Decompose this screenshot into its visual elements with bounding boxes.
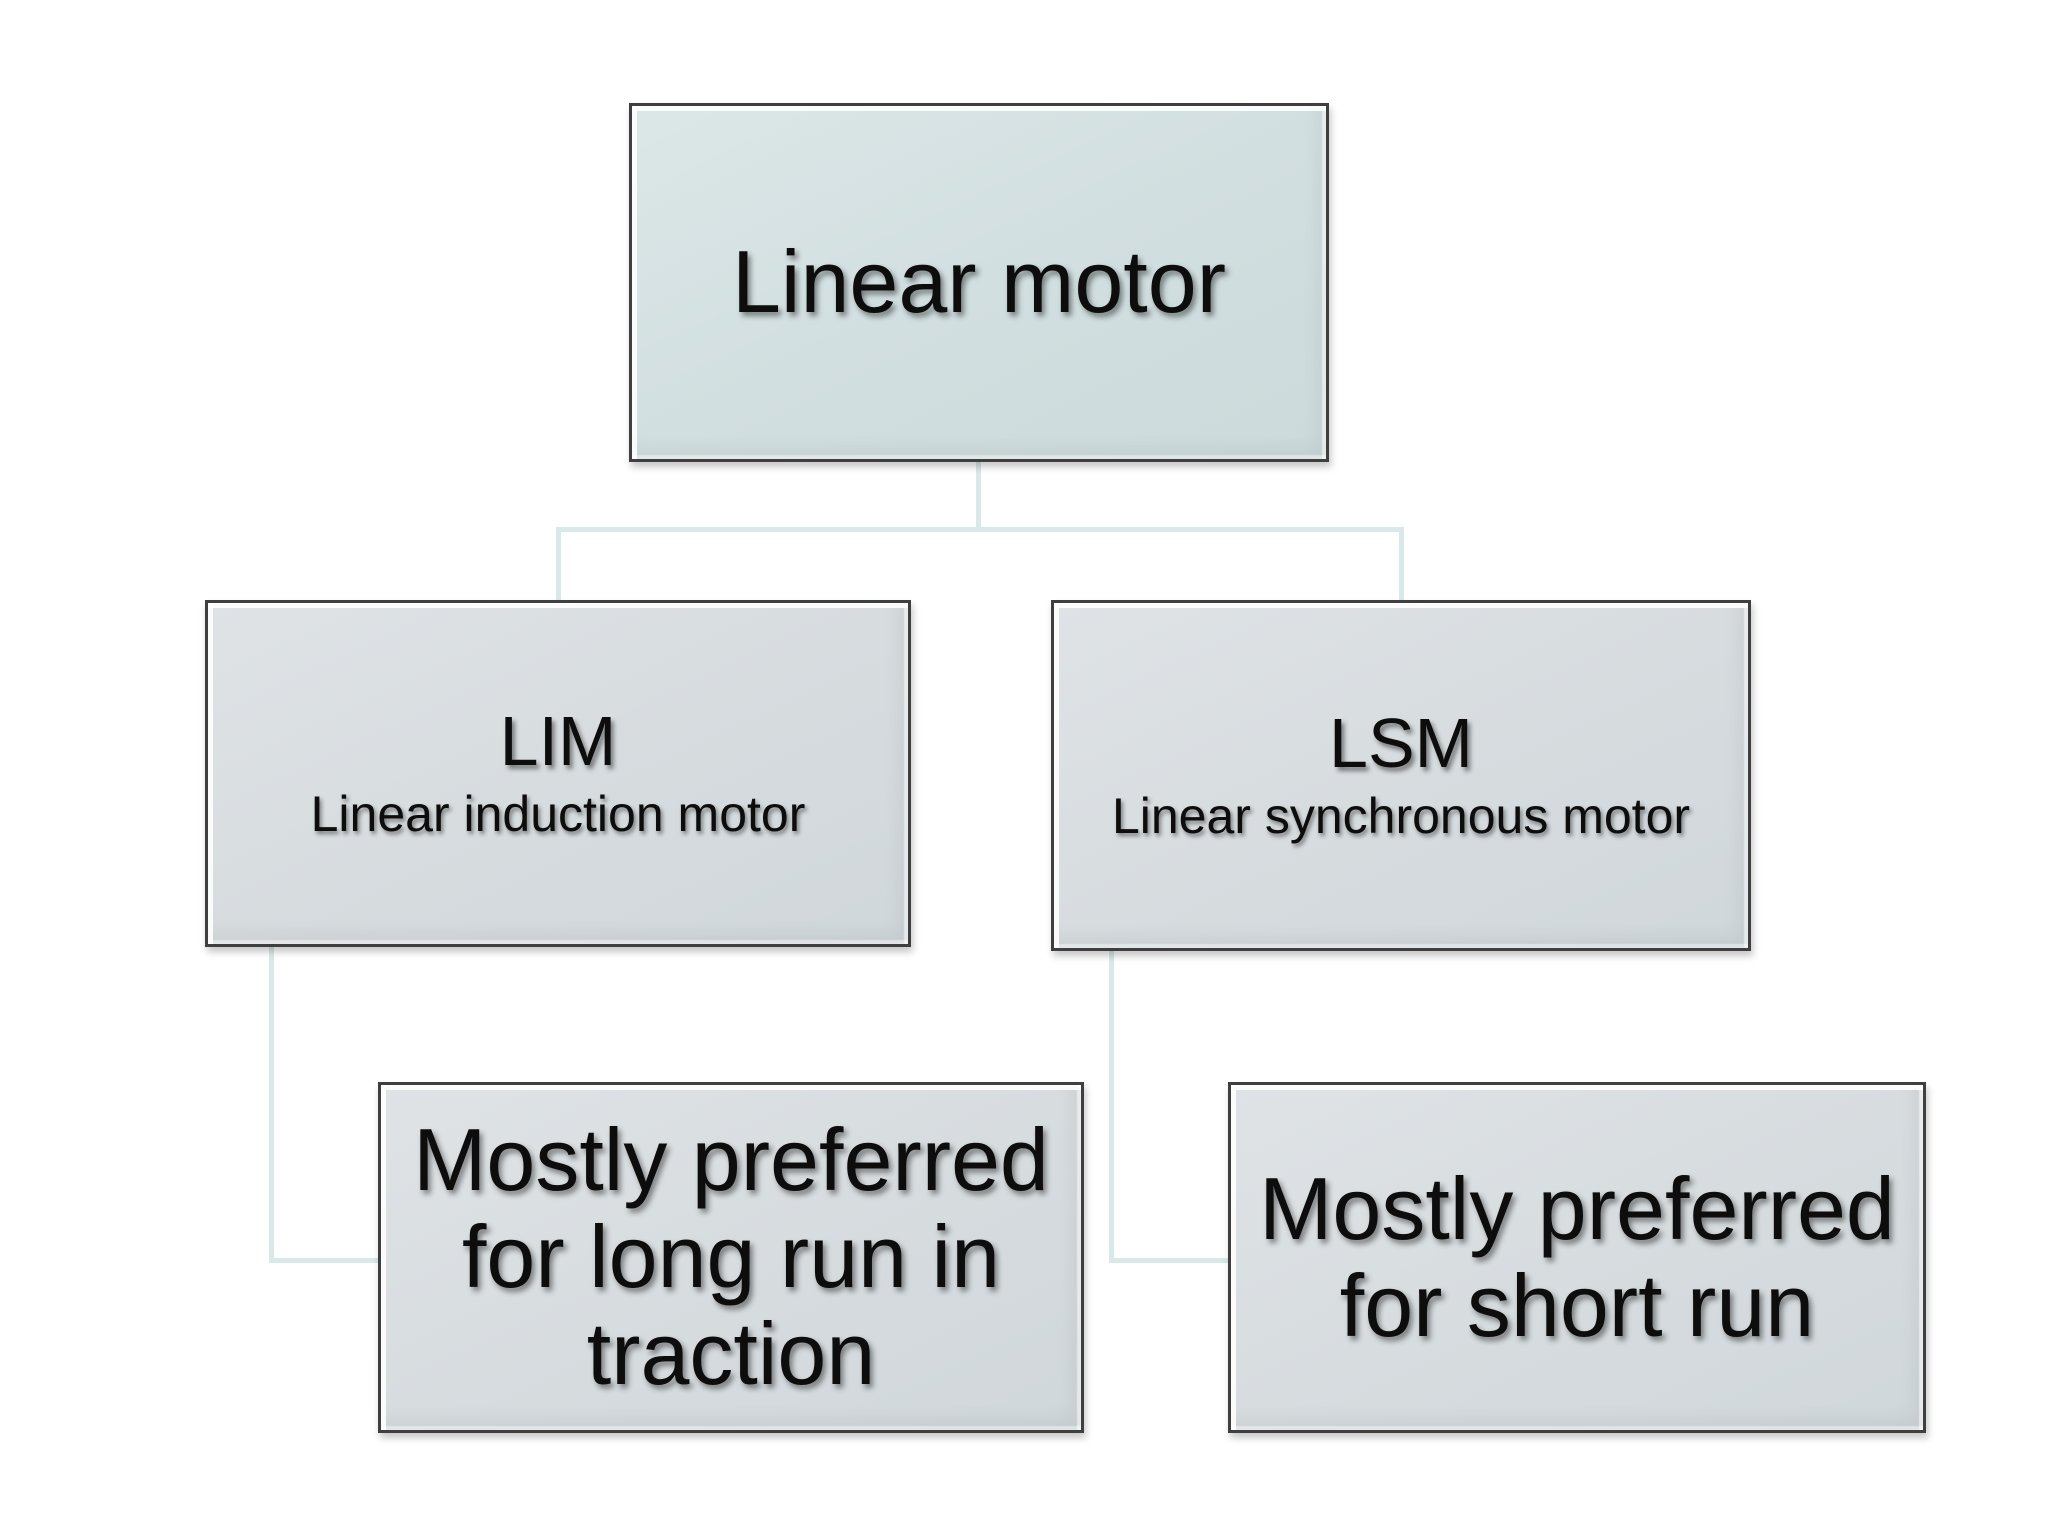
node-lsm: LSM Linear synchronous motor (1051, 600, 1751, 951)
connector-lsm-note-elbow (1109, 1258, 1234, 1263)
node-lsm-abbr: LSM (1329, 704, 1473, 783)
node-lsm-caption: Linear synchronous motor (1111, 787, 1691, 844)
node-lim-caption: Linear induction motor (310, 785, 806, 842)
connector-root-stub (976, 462, 981, 532)
node-lim-note: Mostly preferred for long run in tractio… (378, 1082, 1084, 1433)
node-lsm-note: Mostly preferred for short run (1228, 1082, 1926, 1433)
connector-rail (556, 527, 1404, 532)
node-lim-abbr: LIM (499, 702, 617, 781)
node-lsm-note-label: Mostly preferred for short run (1259, 1158, 1895, 1355)
connector-lim-note-drop (269, 944, 274, 1263)
connector-rail-drop-lim (556, 527, 561, 605)
node-lim: LIM Linear induction motor (205, 600, 911, 947)
node-linear-motor-label: Linear motor (731, 232, 1226, 332)
node-lim-note-label: Mostly preferred for long run in tractio… (413, 1110, 1049, 1403)
connector-lsm-note-drop (1109, 948, 1114, 1263)
node-linear-motor: Linear motor (629, 103, 1329, 462)
connector-rail-drop-lsm (1399, 527, 1404, 605)
connector-lim-note-elbow (269, 1258, 384, 1263)
